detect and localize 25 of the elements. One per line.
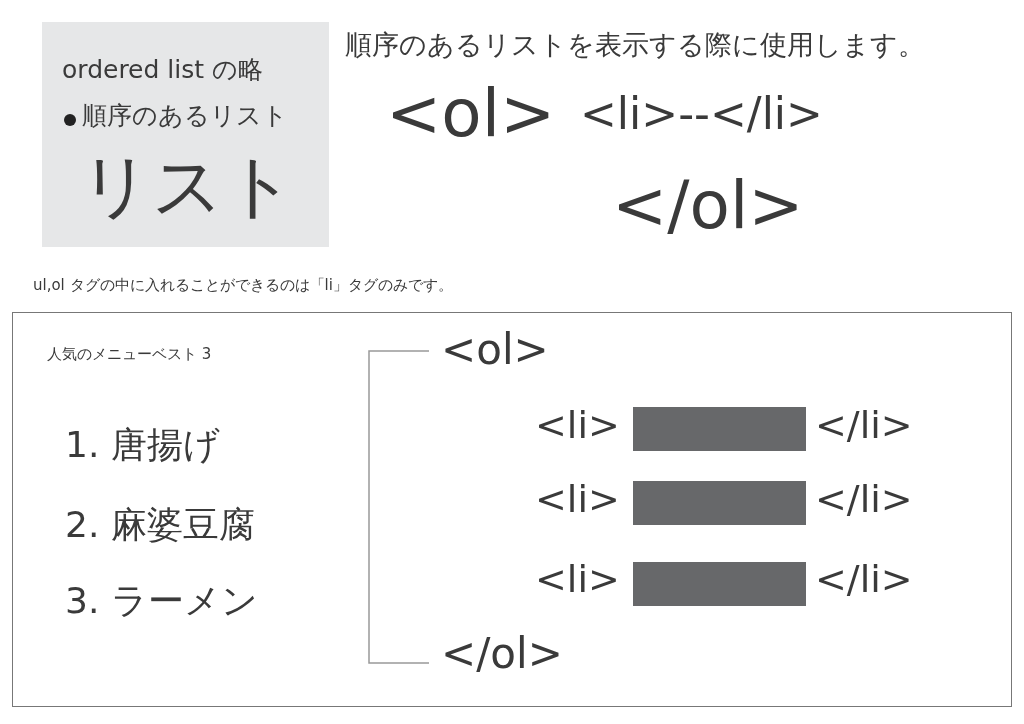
title: 順序のあるリストを表示する際に使用します。 xyxy=(345,30,925,60)
abbreviation-note: ordered list の略 xyxy=(62,56,263,84)
code-snippet: <li>--</li> xyxy=(580,90,823,139)
example-frame xyxy=(12,312,1012,707)
code-tag: <ol> xyxy=(386,78,556,151)
placeholder-bar xyxy=(633,407,806,451)
code-tag: </li> xyxy=(815,479,913,521)
placeholder-bar xyxy=(633,562,806,606)
placeholder-bar xyxy=(633,481,806,525)
note: ul,ol タグの中に入れることができるのは「li」タグのみです。 xyxy=(33,277,453,294)
list-item: 1. 唐揚げ xyxy=(65,425,220,465)
code-tag: <li> xyxy=(535,479,620,521)
heading: リスト xyxy=(80,148,296,225)
list-item: 2. 麻婆豆腐 xyxy=(65,505,255,545)
code-tag: <ol> xyxy=(441,327,549,374)
example-heading: 人気のメニューベスト 3 xyxy=(47,346,212,363)
code-tag: </li> xyxy=(815,405,913,447)
code-tag: </ol> xyxy=(612,170,804,243)
info-panel xyxy=(42,22,329,247)
list-item: 3. ラーメン xyxy=(65,581,258,621)
code-tag: <li> xyxy=(535,405,620,447)
description: 順序のあるリスト xyxy=(82,102,288,130)
code-tag: </ol> xyxy=(441,631,563,678)
code-tag: <li> xyxy=(535,559,620,601)
code-tag: </li> xyxy=(815,559,913,601)
